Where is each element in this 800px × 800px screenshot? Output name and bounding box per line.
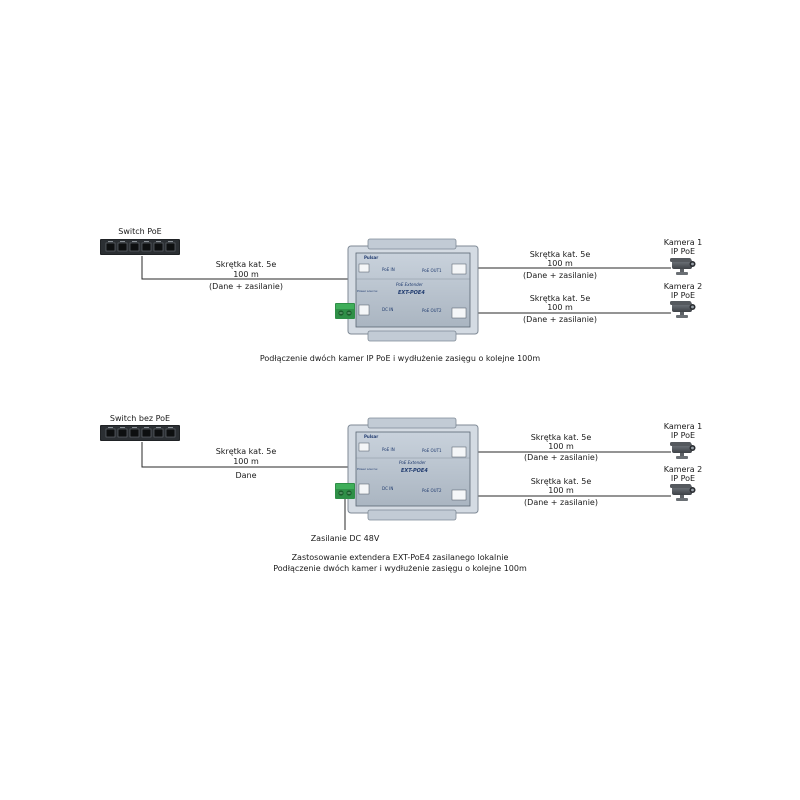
camera-1-type-bottom: IP PoE [670, 431, 696, 440]
device-poe-in-label: PoE IN [382, 267, 395, 272]
cable-out1-type: Skrętka kat. 5e [529, 250, 591, 259]
top-scenario: Pulsar PoE IN PoE Extender EXT-POE4 PoE … [100, 238, 696, 342]
camera-2-type-bottom: IP PoE [670, 474, 696, 483]
cable-out2-type-bottom: Skrętka kat. 5e [530, 477, 592, 486]
cable-out1-length: 100 m [547, 259, 573, 268]
cable-out2-note-bottom: (Dane + zasilanie) [524, 498, 598, 507]
cable-out2-length: 100 m [547, 303, 573, 312]
device-power-source-label: Power source: [357, 289, 378, 293]
switch-non-poe-label: Switch bez PoE [109, 414, 171, 423]
device-brand: Pulsar [364, 255, 378, 260]
device-poe-out1-label: PoE OUT1 [422, 268, 442, 273]
cable-in-type-bottom: Skrętka kat. 5e [215, 447, 277, 456]
camera-1-icon [670, 258, 696, 275]
camera-2-type: IP PoE [670, 291, 696, 300]
camera-1-name-bottom: Kamera 1 [663, 422, 703, 431]
switch-poe-label: Switch PoE [118, 227, 162, 236]
camera-2-name-bottom: Kamera 2 [663, 465, 703, 474]
cable-out2-note: (Dane + zasilanie) [523, 315, 597, 324]
cable-out2-type: Skrętka kat. 5e [529, 294, 591, 303]
cable-out1-type-bottom: Skrętka kat. 5e [530, 433, 592, 442]
cable-switch-to-extender-bottom [141, 442, 356, 468]
extender-device: Pulsar PoE IN PoE Extender EXT-POE4 PoE … [347, 238, 479, 342]
cable-in-length-bottom: 100 m [233, 457, 259, 466]
camera-2-icon [670, 301, 696, 318]
cable-out1-note-bottom: (Dane + zasilanie) [524, 453, 598, 462]
camera-1-name: Kamera 1 [663, 238, 703, 247]
device-poe-out1-label-bottom: PoE OUT1 [422, 448, 442, 453]
power-terminal-block-bottom [335, 483, 355, 499]
cable-in-length: 100 m [233, 270, 259, 279]
caption-bottom-line2: Podłączenie dwóch kamer i wydłużenie zas… [273, 564, 527, 573]
camera-1-type: IP PoE [670, 247, 696, 256]
caption-bottom-line1: Zastosowanie extendera EXT-PoE4 zasilane… [291, 553, 509, 562]
cable-in-note: (Dane + zasilanie) [209, 282, 283, 291]
device-model-bottom: EXT-POE4 [401, 468, 428, 474]
device-title: PoE Extender [396, 282, 423, 287]
power-terminal-block [335, 303, 355, 319]
cable-out1-note: (Dane + zasilanie) [523, 271, 597, 280]
camera-1-icon-bottom [670, 442, 696, 459]
cable-switch-to-extender [141, 256, 356, 280]
device-poe-out2-label: PoE OUT2 [422, 308, 442, 313]
device-title-bottom: PoE Extender [399, 460, 426, 465]
poe-switch [100, 238, 180, 256]
non-poe-switch [100, 424, 180, 442]
extender-device-bottom: Pulsar PoE IN PoE Extender EXT-POE4 PoE … [347, 417, 479, 521]
device-poe-in-label-bottom: PoE IN [382, 447, 395, 452]
cable-out2-length-bottom: 100 m [548, 486, 574, 495]
camera-2-name: Kamera 2 [663, 282, 703, 291]
camera-2-icon-bottom [670, 484, 696, 501]
device-power-source-label-bottom: Power source: [357, 467, 378, 471]
device-model: EXT-POE4 [398, 290, 425, 296]
cable-out1-length-bottom: 100 m [548, 442, 574, 451]
power-supply-label: Zasilanie DC 48V [310, 534, 380, 543]
cable-in-type: Skrętka kat. 5e [215, 260, 277, 269]
cable-in-note-bottom: Dane [235, 471, 257, 480]
device-dc-in-label-bottom: DC IN [382, 486, 393, 491]
device-dc-in-label: DC IN [382, 307, 393, 312]
device-brand-bottom: Pulsar [364, 434, 378, 439]
caption-top: Podłączenie dwóch kamer IP PoE i wydłuże… [259, 354, 541, 363]
bottom-scenario: Pulsar PoE IN PoE Extender EXT-POE4 PoE … [100, 417, 696, 530]
device-poe-out2-label-bottom: PoE OUT2 [422, 488, 442, 493]
